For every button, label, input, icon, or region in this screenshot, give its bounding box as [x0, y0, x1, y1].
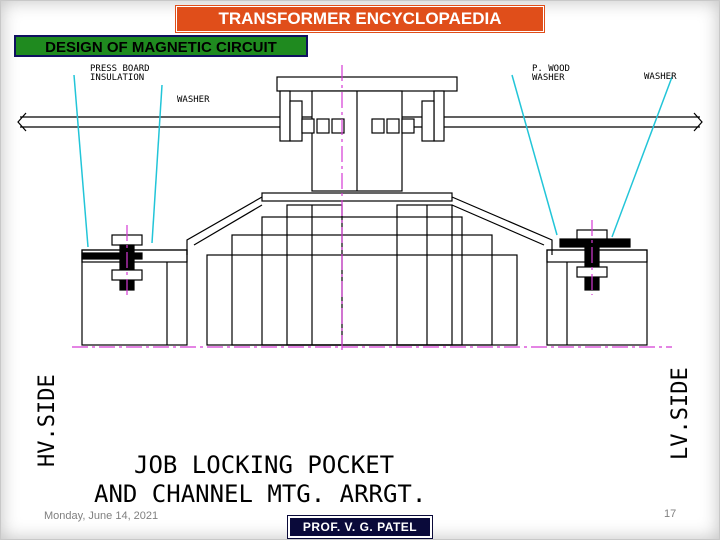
- core-step-4: [286, 204, 343, 346]
- label-press-board-2: INSULATION: [90, 73, 144, 83]
- footer-author: PROF. V. G. PATEL: [288, 516, 432, 538]
- footer-date: Monday, June 14, 2021: [44, 510, 159, 522]
- top-bolt-6: [401, 118, 415, 134]
- top-plate: [276, 76, 458, 92]
- core-step-1: [206, 254, 518, 346]
- label-lv-side: LV.SIDE: [668, 367, 693, 460]
- core-step-5: [396, 204, 453, 346]
- shoulder-right-inner: [451, 204, 545, 246]
- leader-press-board: [73, 74, 89, 248]
- clamp-right-inner: [421, 100, 435, 142]
- top-bolt-3: [331, 118, 345, 134]
- shoulder-left: [186, 196, 263, 255]
- top-bolt-5: [386, 118, 400, 134]
- label-washer-right: WASHER: [644, 72, 677, 82]
- break-mark-left: [17, 112, 27, 132]
- post-base: [261, 192, 453, 202]
- clamp-left: [279, 90, 291, 142]
- shoulder-right: [451, 196, 553, 255]
- label-washer-left: WASHER: [177, 95, 210, 105]
- footer-page-number: 17: [664, 508, 677, 520]
- break-mark-right: [693, 112, 703, 132]
- banner-title: TRANSFORMER ENCYCLOPAEDIA: [176, 6, 544, 32]
- top-bolt-2: [316, 118, 330, 134]
- clamp-left-inner: [289, 100, 303, 142]
- shoulder-left-inner: [193, 204, 263, 246]
- caption-line-2: AND CHANNEL MTG. ARRGT.: [94, 480, 426, 508]
- label-wood-washer-2: WASHER: [532, 73, 565, 83]
- core-step-2: [231, 234, 493, 346]
- right-washer: [559, 238, 631, 248]
- core-step-3: [261, 216, 463, 346]
- leader-washer-left: [151, 84, 163, 244]
- left-washer: [81, 252, 143, 260]
- cad-drawing: PRESS BOARD INSULATION WASHER P. WOOD WA…: [17, 64, 703, 508]
- label-press-board-1: PRESS BOARD: [90, 64, 150, 74]
- top-bolt-1: [301, 118, 315, 134]
- label-wood-washer-1: P. WOOD: [532, 64, 570, 74]
- section-title: DESIGN OF MAGNETIC CIRCUIT: [14, 35, 308, 57]
- label-hv-side: HV.SIDE: [35, 374, 60, 467]
- clamp-right: [433, 90, 445, 142]
- top-bolt-4: [371, 118, 385, 134]
- leader-washer-right: [611, 76, 673, 238]
- leader-wood-washer: [511, 74, 558, 236]
- caption-line-1: JOB LOCKING POCKET: [134, 451, 394, 479]
